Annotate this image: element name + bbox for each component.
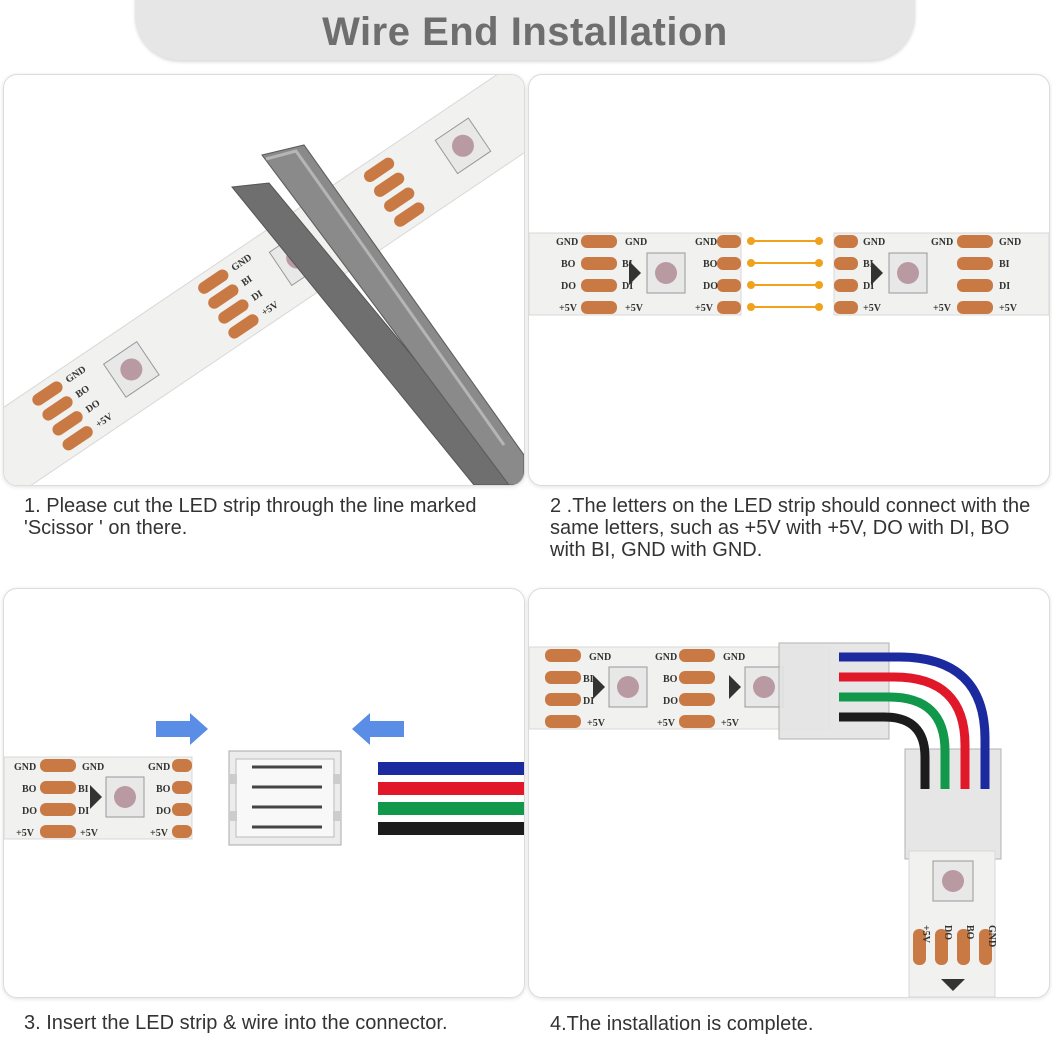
strip-label-5v: +5V	[625, 303, 644, 314]
strip-label-5v: +5V	[920, 925, 931, 944]
strip-label-5v: +5V	[721, 718, 740, 729]
strip-label-bi: BI	[240, 274, 255, 289]
strip-label-bo: BO	[561, 259, 576, 270]
step-3-panel: GND BO DO +5V GND BI DI +5V GND BO DO +5…	[3, 588, 525, 998]
strip-label-5v: +5V	[999, 303, 1018, 314]
strip-label-bo: BO	[703, 259, 718, 270]
strip-label-bo: BO	[663, 674, 678, 685]
page-title: Wire End Installation	[322, 10, 728, 54]
right-arrow-icon	[156, 713, 208, 745]
strip-label-gnd: GND	[14, 762, 36, 773]
step-1-caption: 1. Please cut the LED strip through the …	[24, 495, 477, 539]
strip-label-5v: +5V	[150, 828, 169, 839]
step-2-illustration: GND BO DO +5V GND BI DI +5V GND BO DO +5…	[529, 232, 1049, 316]
strip-label-bo: BO	[964, 925, 975, 940]
strip-label-di: DI	[863, 281, 874, 292]
strip-label-gnd: GND	[556, 237, 578, 248]
strip-label-5v: +5V	[695, 303, 714, 314]
strip-label-bi: BI	[622, 259, 633, 270]
wire-bundle	[839, 652, 990, 789]
strip-label-gnd: GND	[82, 762, 104, 773]
step-2-panel: GND BO DO +5V GND BI DI +5V GND BO DO +5…	[528, 74, 1050, 486]
scissors-icon	[231, 144, 524, 485]
strip-label-do: DO	[663, 696, 678, 707]
strip-label-bi: BI	[863, 259, 874, 270]
strip-label-5v: +5V	[80, 828, 99, 839]
strip-label-5v: +5V	[559, 303, 578, 314]
strip-label-gnd: GND	[655, 652, 677, 663]
strip-label-do: DO	[703, 281, 718, 292]
step-2-caption: 2 .The letters on the LED strip should c…	[550, 495, 1031, 561]
strip-label-gnd: GND	[931, 237, 953, 248]
strip-label-5v: +5V	[863, 303, 882, 314]
wire-bundle	[378, 762, 524, 835]
strip-label-do: DO	[942, 925, 953, 940]
step-3-caption: 3. Insert the LED strip & wire into the …	[24, 1012, 448, 1034]
connection-lines	[747, 237, 823, 311]
step-4-caption: 4.The installation is complete.	[550, 1013, 814, 1035]
strip-label-di: DI	[999, 281, 1010, 292]
strip-label-gnd: GND	[695, 237, 717, 248]
strip-label-di: DI	[78, 806, 89, 817]
strip-label-bi: BI	[583, 674, 594, 685]
strip-label-gnd: GND	[589, 652, 611, 663]
strip-label-bo: BO	[22, 784, 37, 795]
step-1-panel: GND BO DO +5V GND BI DI +5V	[3, 74, 525, 486]
strip-label-do: DO	[156, 806, 171, 817]
strip-label-gnd: GND	[625, 237, 647, 248]
strip-label-bi: BI	[999, 259, 1010, 270]
step-3-illustration: GND BO DO +5V GND BI DI +5V GND BO DO +5…	[4, 713, 524, 846]
step-1-illustration: GND BO DO +5V GND BI DI +5V	[4, 75, 524, 485]
left-arrow-icon	[352, 713, 404, 745]
strip-label-gnd: GND	[148, 762, 170, 773]
strip-label-5v: +5V	[16, 828, 35, 839]
strip-label-bo: BO	[156, 784, 171, 795]
strip-label-5v: +5V	[587, 718, 606, 729]
strip-label-gnd: GND	[723, 652, 745, 663]
strip-label-bi: BI	[78, 784, 89, 795]
strip-label-5v: +5V	[933, 303, 952, 314]
title-banner: Wire End Installation	[135, 0, 915, 60]
strip-label-di: DI	[250, 288, 265, 303]
strip-label-di: DI	[583, 696, 594, 707]
elbow-connector-icon	[778, 642, 1002, 860]
strip-label-do: DO	[561, 281, 576, 292]
strip-label-di: DI	[622, 281, 633, 292]
connector-icon	[228, 750, 342, 846]
strip-label-gnd: GND	[986, 925, 997, 947]
step-4-panel: GND BI DI +5V GND BO DO +5V GND +5V	[528, 588, 1050, 998]
step-4-illustration: GND BI DI +5V GND BO DO +5V GND +5V	[529, 642, 1002, 997]
strip-label-do: DO	[22, 806, 37, 817]
strip-label-5v: +5V	[657, 718, 676, 729]
strip-label-gnd: GND	[863, 237, 885, 248]
strip-label-gnd: GND	[999, 237, 1021, 248]
